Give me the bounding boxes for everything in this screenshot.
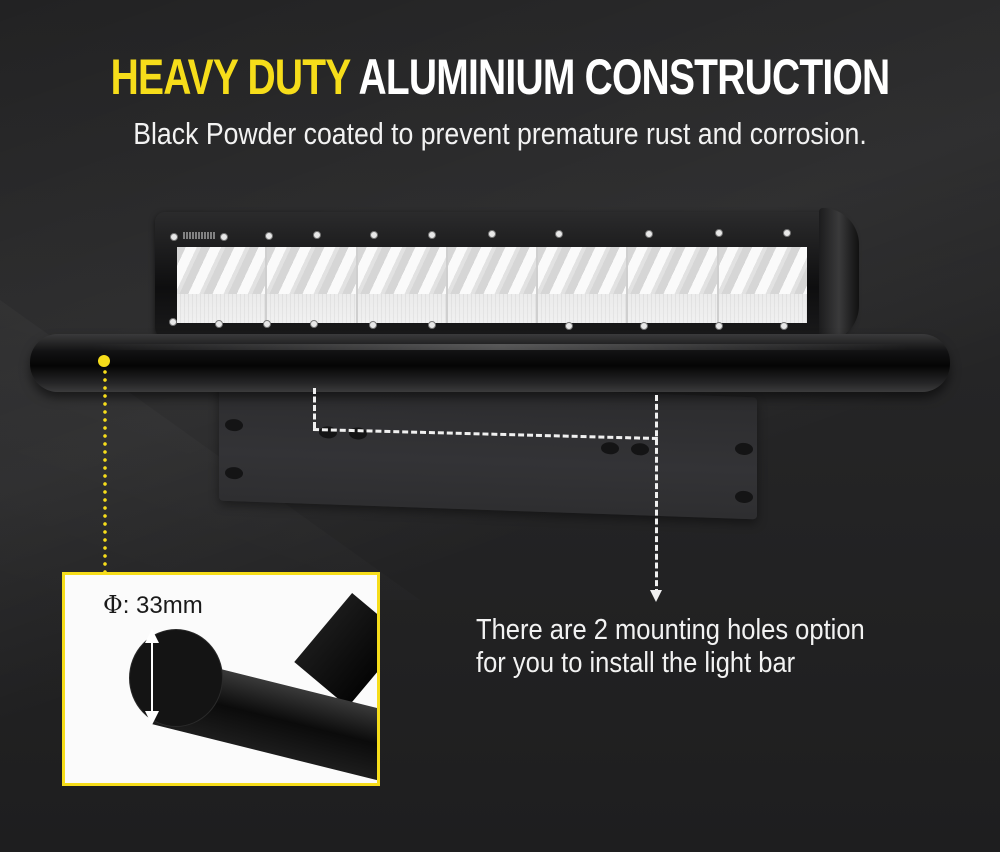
- mounting-note-line2: for you to install the light bar: [476, 647, 796, 679]
- screw-icon: [780, 322, 788, 330]
- pipe-end: [129, 629, 223, 727]
- led-module: [357, 247, 447, 323]
- screw-icon: [170, 233, 178, 241]
- led-module: [447, 247, 537, 323]
- diameter-label: Φ: 33mm: [103, 591, 203, 620]
- headline: HEAVY DUTY ALUMINIUM CONSTRUCTION: [110, 49, 891, 105]
- screw-icon: [169, 318, 177, 326]
- mounting-hole: [601, 441, 619, 455]
- screw-icon: [640, 322, 648, 330]
- diameter-callout-dot: [98, 355, 110, 367]
- number-plate-bracket: [219, 378, 757, 520]
- screw-icon: [715, 322, 723, 330]
- phi-symbol: Φ: [103, 591, 123, 619]
- led-module: [718, 247, 808, 323]
- plate-hole: [735, 442, 753, 456]
- screw-icon: [428, 231, 436, 239]
- screw-icon: [369, 321, 377, 329]
- mounting-hole: [631, 442, 649, 456]
- subheadline: Black Powder coated to prevent premature…: [133, 116, 867, 151]
- screw-icon: [310, 320, 318, 328]
- screw-icon: [565, 322, 573, 330]
- plate-hole: [225, 418, 243, 432]
- led-module: [267, 247, 356, 323]
- screw-icon: [263, 320, 271, 328]
- light-bar: [155, 208, 859, 342]
- led-lens: [177, 247, 808, 323]
- headline-highlight: HEAVY DUTY: [110, 49, 351, 105]
- plate-hole: [225, 466, 243, 480]
- diameter-inset: Φ: 33mm: [62, 572, 380, 786]
- mounting-callout-line: [655, 395, 658, 595]
- screw-icon: [313, 231, 321, 239]
- headline-rest: ALUMINIUM CONSTRUCTION: [358, 49, 890, 105]
- mounting-note: There are 2 mounting holes option for yo…: [476, 614, 865, 680]
- screw-icon: [488, 230, 496, 238]
- screw-icon: [645, 230, 653, 238]
- screw-icon: [220, 233, 228, 241]
- screw-icon: [715, 229, 723, 237]
- diameter-value: : 33mm: [122, 592, 203, 619]
- screw-icon: [370, 231, 378, 239]
- screw-icon: [783, 229, 791, 237]
- light-bar-endcap: [819, 208, 859, 342]
- mounting-callout-line: [313, 388, 316, 428]
- brand-logo-icon: [183, 232, 215, 239]
- screw-icon: [265, 232, 273, 240]
- led-module: [628, 247, 717, 323]
- screw-icon: [215, 320, 223, 328]
- led-module: [538, 247, 627, 323]
- plate-hole: [735, 490, 753, 504]
- mounting-note-line1: There are 2 mounting holes option: [476, 614, 865, 646]
- double-arrow-icon: [145, 629, 159, 725]
- diameter-callout-line: [103, 360, 107, 575]
- led-module: [177, 247, 266, 323]
- screw-icon: [555, 230, 563, 238]
- screw-icon: [428, 321, 436, 329]
- arrow-down-icon: [650, 590, 662, 602]
- mounting-tube: [30, 334, 950, 392]
